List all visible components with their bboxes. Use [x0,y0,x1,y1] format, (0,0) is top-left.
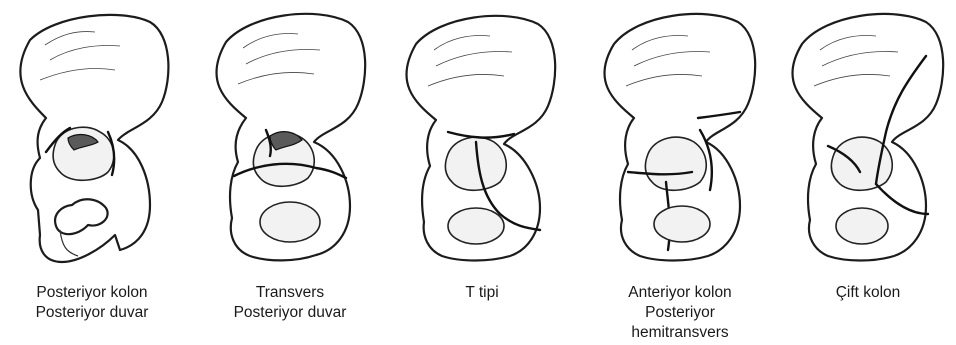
pelvis-illustration-2 [198,0,378,280]
caption-4: Anteriyor kolon Posteriyor hemitransvers [590,283,770,343]
pelvis-illustration-5 [776,0,956,280]
caption-2: Transvers Posteriyor duvar [200,283,380,323]
pelvis-illustration-4 [588,0,768,280]
pelvis-illustration-3 [390,0,570,280]
caption-1: Posteriyor kolon Posteriyor duvar [2,283,182,323]
caption-3: T tipi [392,283,572,303]
caption-5: Çift kolon [778,283,956,303]
pelvis-illustration-1 [0,0,180,280]
